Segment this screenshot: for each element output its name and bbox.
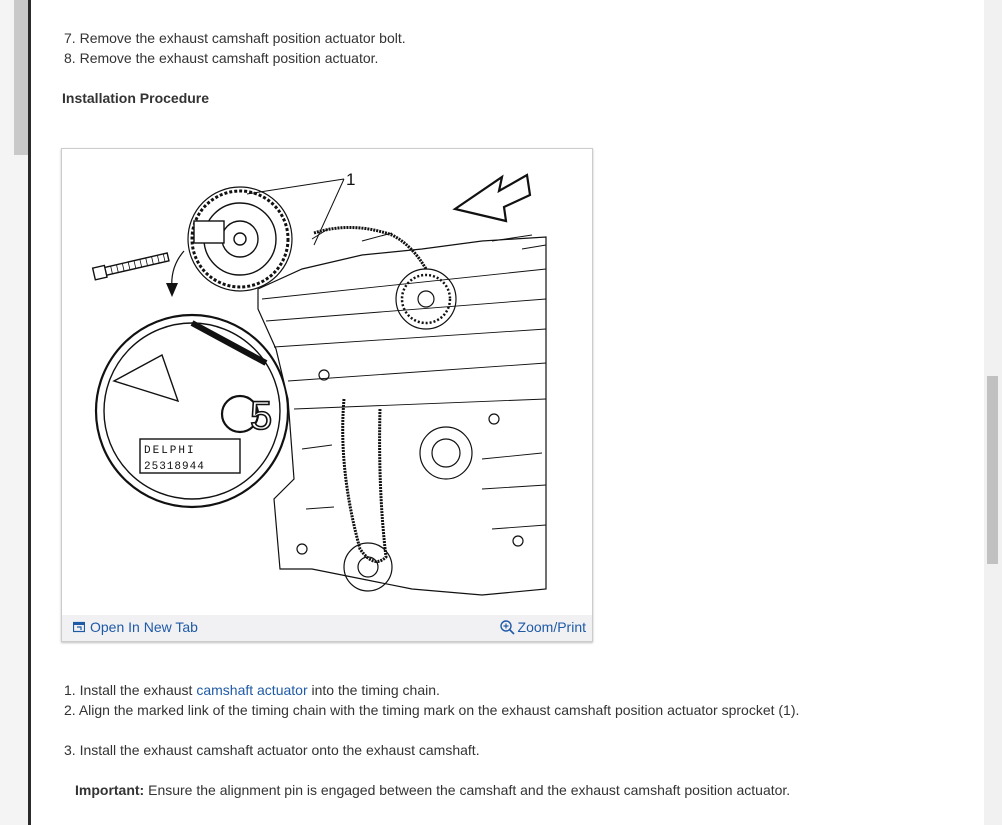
open-in-new-tab-link[interactable]: Open In New Tab <box>73 619 198 635</box>
part-brand: DELPHI <box>144 445 196 457</box>
part-number: 25318944 <box>144 461 205 473</box>
important-label: Important: <box>75 782 145 798</box>
panel-divider <box>28 0 31 825</box>
scrollbar-thumb[interactable] <box>987 376 998 564</box>
camshaft-actuator-illustration: 1 5 DELPHI <box>91 170 547 596</box>
removal-step-8: 8. Remove the exhaust camshaft position … <box>64 50 379 66</box>
install-step-3: 3. Install the exhaust camshaft actuator… <box>64 742 480 758</box>
important-text: Ensure the alignment pin is engaged betw… <box>144 782 791 798</box>
figure-toolbar: Open In New Tab Zoom/Print <box>62 615 592 641</box>
open-new-tab-icon <box>73 621 85 633</box>
install-step-1: 1. Install the exhaust camshaft actuator… <box>64 682 440 698</box>
removal-step-7: 7. Remove the exhaust camshaft position … <box>64 30 406 46</box>
zoom-print-label: Zoom/Print <box>517 619 586 635</box>
left-panel-edge <box>0 0 31 825</box>
important-note: Important: Ensure the alignment pin is e… <box>75 780 790 800</box>
open-in-new-tab-label: Open In New Tab <box>90 619 198 635</box>
zoom-print-link[interactable]: Zoom/Print <box>499 619 586 635</box>
left-scrollbar-thumb[interactable] <box>14 0 28 155</box>
section-heading: Installation Procedure <box>62 90 210 106</box>
zoom-in-icon <box>499 619 515 635</box>
camshaft-actuator-link[interactable]: camshaft actuator <box>196 682 308 698</box>
install-step-2: 2. Align the marked link of the timing c… <box>64 702 800 718</box>
callout-number: 1 <box>346 170 355 189</box>
figure-panel: 1 5 DELPHI <box>61 148 593 642</box>
timing-mark-number: 5 <box>250 394 272 438</box>
vertical-scrollbar[interactable] <box>984 0 1002 825</box>
